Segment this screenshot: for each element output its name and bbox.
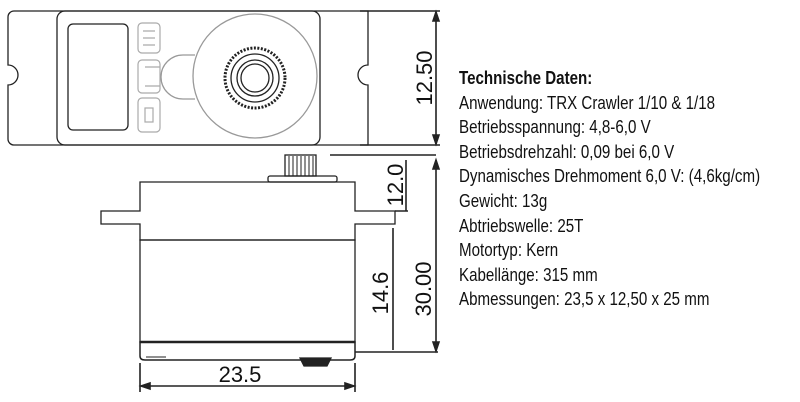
dim-label-width: 23.5	[219, 362, 262, 387]
spec-line: Abmessungen: 23,5 x 12,50 x 25 mm	[459, 289, 710, 310]
gear-cap	[267, 175, 338, 183]
eco-logo	[137, 22, 161, 133]
spec-title: Technische Daten:	[459, 68, 593, 88]
servo-side-view	[100, 154, 396, 367]
label-window	[67, 23, 129, 131]
dim-label-depth: 12.50	[412, 50, 437, 105]
lower-case	[139, 239, 356, 343]
bottom-cover	[139, 341, 356, 361]
spec-line: Anwendung: TRX Crawler 1/10 & 1/18	[459, 92, 716, 113]
spec-line: Gewicht: 13g	[459, 190, 548, 211]
spec-line: Abtriebswelle: 25T	[459, 215, 584, 236]
spec-line: Motortyp: Kern	[459, 240, 559, 261]
spec-line: Kabellänge: 315 mm	[459, 264, 598, 285]
servo-body-top	[56, 10, 321, 146]
spec-line: Betriebsspannung: 4,8-6,0 V	[459, 117, 651, 138]
dimension-depth	[360, 10, 440, 146]
dimension-lines	[138, 9, 441, 392]
spec-line: Betriebsdrehzahl: 0,09 bei 6,0 V	[459, 141, 675, 162]
cable-exit	[298, 357, 333, 367]
dim-label-total-height: 30.00	[411, 261, 436, 316]
spec-line: Dynamisches Drehmoment 6,0 V: (4,6kg/cm)	[459, 166, 761, 187]
dim-label-upper-height: 12.0	[383, 164, 408, 207]
servo-horn	[192, 13, 318, 139]
spec-list: Technische Daten: Anwendung: TRX Crawler…	[459, 66, 760, 312]
mounting-plate-outline	[7, 10, 369, 146]
output-gear	[223, 46, 287, 110]
horn-lobe	[160, 54, 195, 100]
upper-case	[100, 181, 396, 241]
servo-top-view	[7, 10, 369, 146]
dim-label-lower-height: 14.6	[368, 272, 393, 315]
